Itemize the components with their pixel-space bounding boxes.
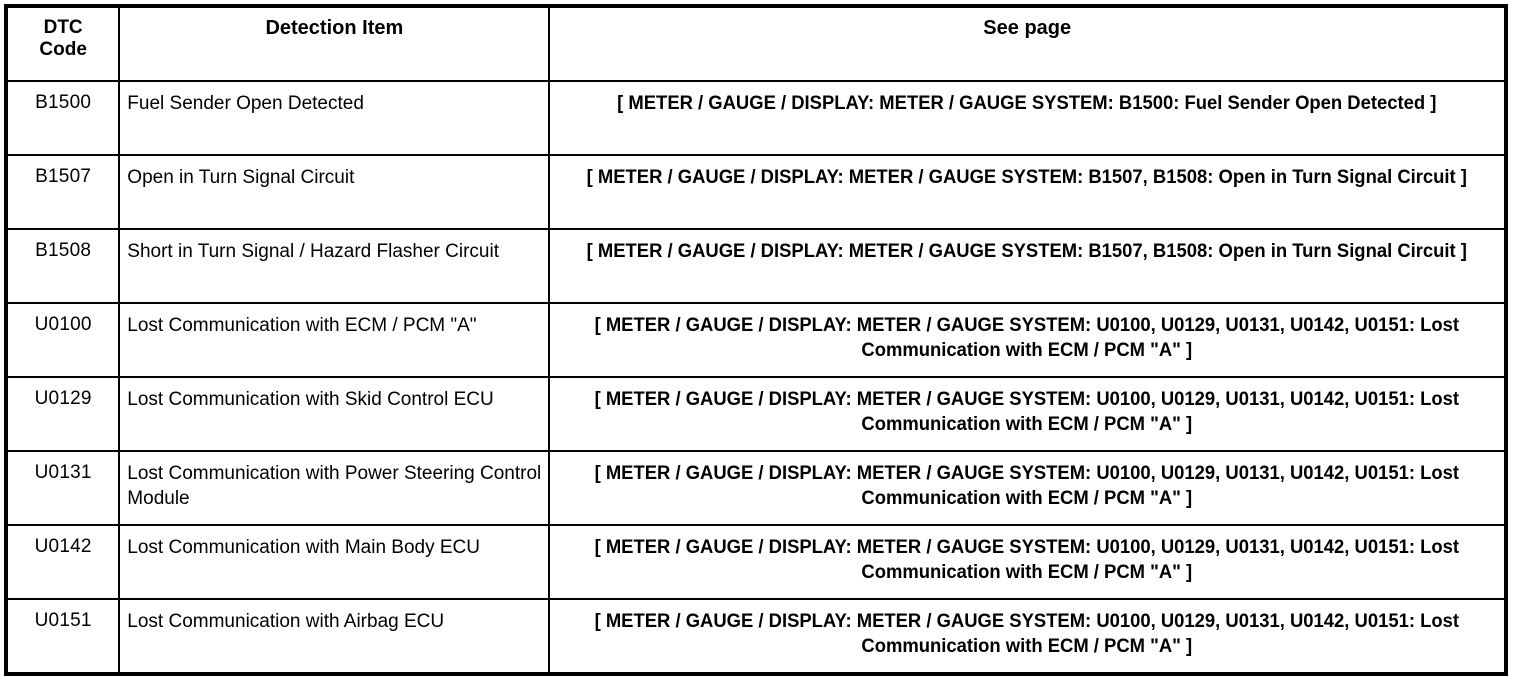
dtc-code-value: B1500: [35, 92, 92, 113]
column-header-dtc-code-line2: Code: [39, 39, 87, 61]
see-page-value: [ METER / GAUGE / DISPLAY: METER / GAUGE…: [587, 241, 1468, 262]
detection-item-value: Lost Communication with Main Body ECU: [127, 537, 480, 558]
detection-item-value: Short in Turn Signal / Hazard Flasher Ci…: [127, 241, 500, 262]
cell-detection-item: Open in Turn Signal Circuit: [118, 154, 551, 230]
detection-item-value: Lost Communication with ECM / PCM "A": [127, 315, 477, 336]
cell-dtc-code: B1507: [4, 154, 121, 230]
dtc-code-value: B1508: [35, 240, 92, 261]
see-page-value: [ METER / GAUGE / DISPLAY: METER / GAUGE…: [595, 315, 1460, 362]
column-header-see-page-label: See page: [983, 17, 1072, 39]
column-header-dtc-code-line1: DTC: [43, 17, 83, 38]
cell-see-page: [ METER / GAUGE / DISPLAY: METER / GAUGE…: [548, 450, 1507, 526]
table-row: U0131 Lost Communication with Power Stee…: [4, 450, 1507, 526]
cell-detection-item: Fuel Sender Open Detected: [118, 80, 551, 156]
dtc-code-value: U0131: [34, 462, 92, 483]
table-row: U0129 Lost Communication with Skid Contr…: [4, 376, 1507, 452]
detection-item-value: Lost Communication with Airbag ECU: [127, 611, 445, 632]
detection-item-value: Open in Turn Signal Circuit: [127, 167, 355, 188]
cell-dtc-code: U0129: [4, 376, 121, 452]
table-row: B1500 Fuel Sender Open Detected [ METER …: [4, 80, 1507, 156]
cell-see-page: [ METER / GAUGE / DISPLAY: METER / GAUGE…: [548, 376, 1507, 452]
table-row: U0151 Lost Communication with Airbag ECU…: [4, 598, 1507, 675]
cell-see-page: [ METER / GAUGE / DISPLAY: METER / GAUGE…: [548, 154, 1507, 230]
table-row: U0142 Lost Communication with Main Body …: [4, 524, 1507, 600]
cell-detection-item: Lost Communication with Airbag ECU: [118, 598, 551, 675]
detection-item-value: Lost Communication with Skid Control ECU: [127, 389, 494, 410]
see-page-value: [ METER / GAUGE / DISPLAY: METER / GAUGE…: [595, 463, 1460, 510]
dtc-code-table: DTC Code Detection Item See page B1500 F…: [4, 4, 1508, 676]
column-header-detection-item: Detection Item: [118, 5, 551, 82]
column-header-see-page: See page: [548, 5, 1507, 82]
table-row: U0100 Lost Communication with ECM / PCM …: [4, 302, 1507, 378]
cell-see-page: [ METER / GAUGE / DISPLAY: METER / GAUGE…: [548, 598, 1507, 675]
see-page-value: [ METER / GAUGE / DISPLAY: METER / GAUGE…: [595, 537, 1460, 584]
cell-see-page: [ METER / GAUGE / DISPLAY: METER / GAUGE…: [548, 302, 1507, 378]
cell-dtc-code: U0100: [4, 302, 121, 378]
see-page-value: [ METER / GAUGE / DISPLAY: METER / GAUGE…: [617, 93, 1437, 114]
detection-item-value: Fuel Sender Open Detected: [127, 93, 364, 114]
dtc-code-value: U0142: [34, 536, 92, 557]
table-row: B1507 Open in Turn Signal Circuit [ METE…: [4, 154, 1507, 230]
table-body: B1500 Fuel Sender Open Detected [ METER …: [4, 80, 1507, 675]
see-page-value: [ METER / GAUGE / DISPLAY: METER / GAUGE…: [595, 611, 1460, 658]
detection-item-value: Lost Communication with Power Steering C…: [127, 463, 542, 510]
cell-dtc-code: U0131: [4, 450, 121, 526]
dtc-code-value: U0151: [34, 610, 92, 631]
column-header-detection-item-label: Detection Item: [265, 17, 404, 39]
cell-see-page: [ METER / GAUGE / DISPLAY: METER / GAUGE…: [548, 80, 1507, 156]
column-header-dtc-code: DTC Code: [4, 5, 121, 82]
table-row: B1508 Short in Turn Signal / Hazard Flas…: [4, 228, 1507, 304]
dtc-code-value: B1507: [35, 166, 92, 187]
table-header: DTC Code Detection Item See page: [4, 5, 1507, 82]
cell-dtc-code: U0142: [4, 524, 121, 600]
cell-dtc-code: U0151: [4, 598, 121, 675]
cell-detection-item: Lost Communication with ECM / PCM "A": [118, 302, 551, 378]
cell-see-page: [ METER / GAUGE / DISPLAY: METER / GAUGE…: [548, 228, 1507, 304]
cell-detection-item: Lost Communication with Skid Control ECU: [118, 376, 551, 452]
cell-detection-item: Short in Turn Signal / Hazard Flasher Ci…: [118, 228, 551, 304]
cell-detection-item: Lost Communication with Main Body ECU: [118, 524, 551, 600]
see-page-value: [ METER / GAUGE / DISPLAY: METER / GAUGE…: [595, 389, 1460, 436]
cell-dtc-code: B1500: [4, 80, 121, 156]
cell-see-page: [ METER / GAUGE / DISPLAY: METER / GAUGE…: [548, 524, 1507, 600]
cell-dtc-code: B1508: [4, 228, 121, 304]
dtc-code-value: U0129: [34, 388, 92, 409]
cell-detection-item: Lost Communication with Power Steering C…: [118, 450, 551, 526]
see-page-value: [ METER / GAUGE / DISPLAY: METER / GAUGE…: [587, 167, 1468, 188]
table-header-row: DTC Code Detection Item See page: [4, 5, 1507, 82]
dtc-code-value: U0100: [34, 314, 92, 335]
